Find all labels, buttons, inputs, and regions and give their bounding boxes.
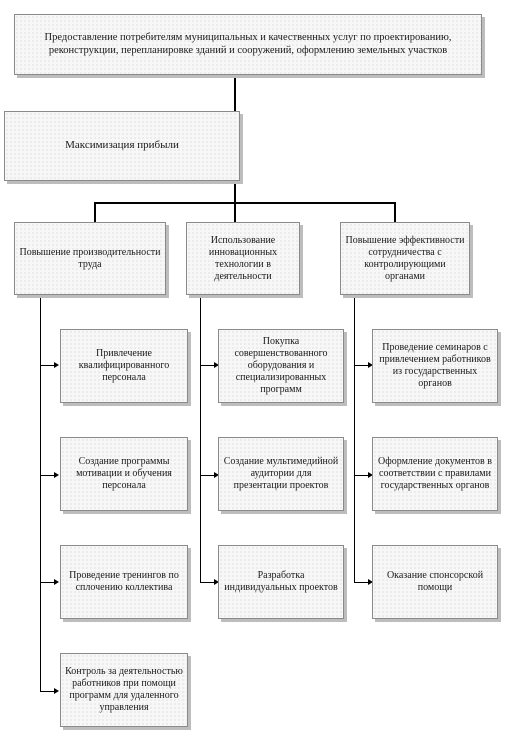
tick-branch-1-item-4 [40, 691, 56, 692]
tick-branch-1-item-3 [40, 582, 56, 583]
spine-branch-3 [354, 295, 355, 583]
arrow-branch-2-item-2 [214, 472, 219, 478]
tick-branch-3-item-2 [354, 475, 370, 476]
branch-1-item-4-box: Контроль за деятельностью работников при… [60, 653, 188, 727]
goal-box: Максимизация прибыли [4, 111, 240, 181]
branch-2-item-2-box: Создание мультимедийной аудитории для пр… [218, 437, 344, 511]
branch-2-box: Использование инновационных технологии в… [186, 222, 300, 295]
arrow-branch-3-item-3 [368, 579, 373, 585]
tick-branch-2-item-2 [200, 475, 216, 476]
branch-3-item-1-box: Проведение семинаров с привлечением рабо… [372, 329, 498, 403]
arrow-branch-1-item-2 [54, 472, 59, 478]
tick-branch-1-item-1 [40, 365, 56, 366]
connector-root-goal [234, 75, 236, 141]
arrow-branch-1-item-1 [54, 362, 59, 368]
tick-branch-3-item-3 [354, 582, 370, 583]
tick-branch-2-item-1 [200, 365, 216, 366]
arrow-branch-2-item-1 [214, 362, 219, 368]
branch-3-item-2-box: Оформление документов в соответствии с п… [372, 437, 498, 511]
arrow-branch-1-item-4 [54, 688, 59, 694]
tick-branch-2-item-3 [200, 582, 216, 583]
branch-3-item-3-box: Оказание спонсорской помощи [372, 545, 498, 619]
arrow-branch-2-item-3 [214, 579, 219, 585]
connector-goal-bus [234, 181, 236, 203]
spine-branch-1 [40, 295, 41, 692]
connector-horizontal-bus [94, 202, 396, 204]
connector-bus-branch-1 [94, 202, 96, 222]
tick-branch-3-item-1 [354, 365, 370, 366]
branch-2-item-3-box: Разработка индивидуальных проектов [218, 545, 344, 619]
arrow-branch-3-item-1 [368, 362, 373, 368]
tick-branch-1-item-2 [40, 475, 56, 476]
root-box: Предоставление потребителям муниципальны… [14, 14, 482, 75]
branch-1-item-3-box: Проведение тренингов по сплочению коллек… [60, 545, 188, 619]
spine-branch-2 [200, 295, 201, 583]
connector-bus-branch-3 [394, 202, 396, 222]
branch-1-box: Повышение производительности труда [14, 222, 166, 295]
arrow-branch-3-item-2 [368, 472, 373, 478]
branch-2-item-1-box: Покупка совершенствованного оборудования… [218, 329, 344, 403]
arrow-branch-1-item-3 [54, 579, 59, 585]
branch-1-item-1-box: Привлечение квалифицированного персонала [60, 329, 188, 403]
connector-bus-branch-2 [234, 202, 236, 222]
branch-1-item-2-box: Создание программы мотивации и обучения … [60, 437, 188, 511]
branch-3-box: Повышение эффективности сотрудничества с… [340, 222, 470, 295]
